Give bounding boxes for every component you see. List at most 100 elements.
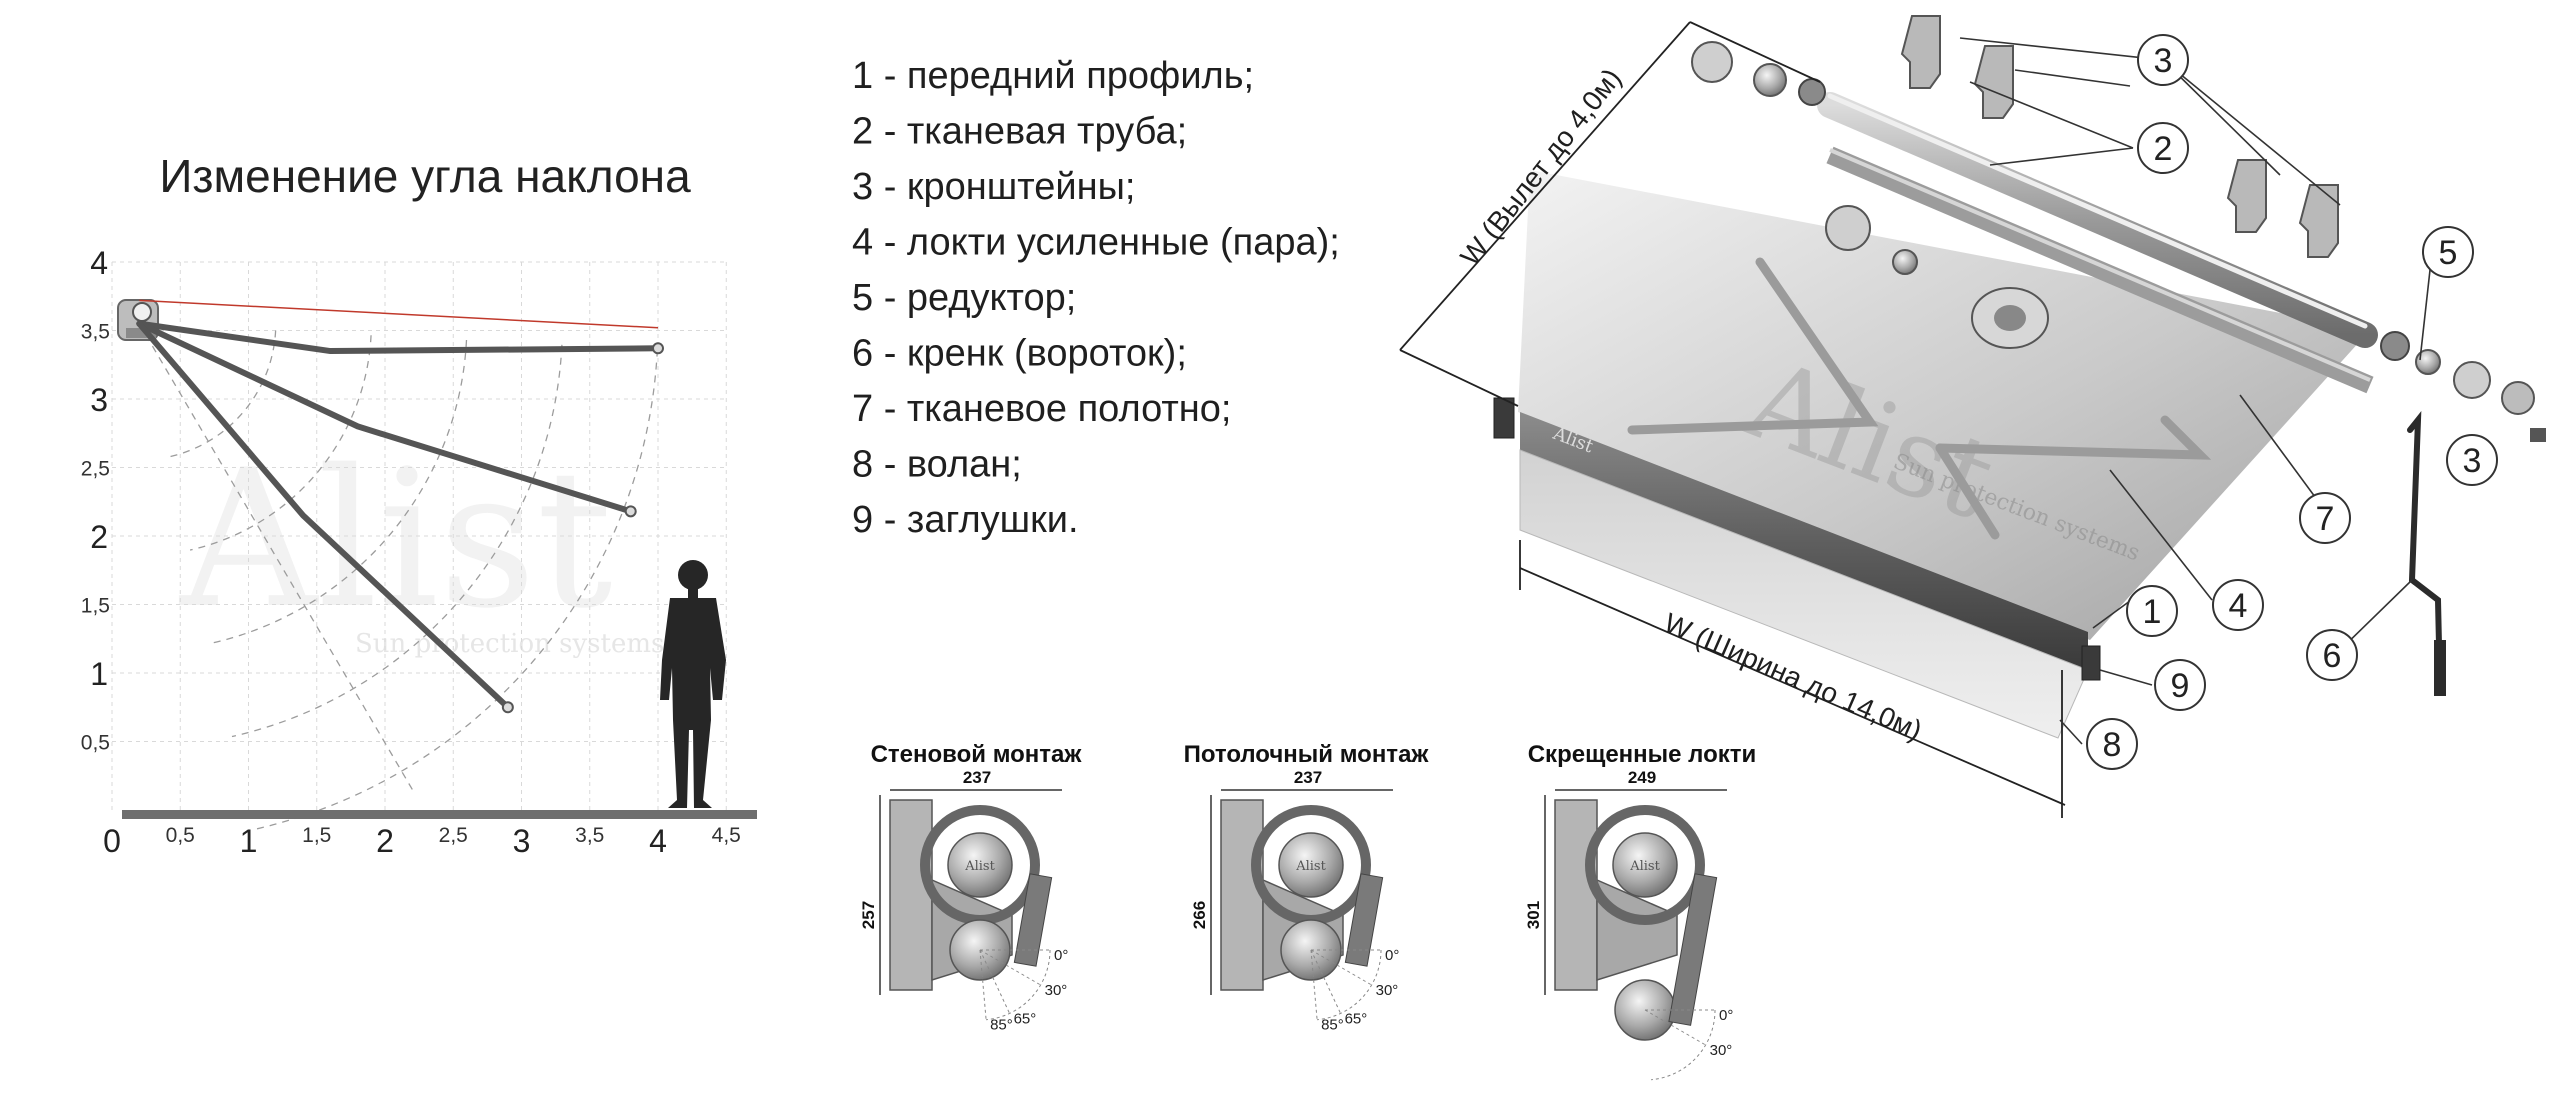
y-tick-label: 1,5 bbox=[81, 595, 110, 618]
callout-7: 7 bbox=[2299, 492, 2351, 544]
angle-label: 0° bbox=[1054, 947, 1068, 964]
fabric-tube bbox=[1817, 92, 2378, 348]
width-dimension: 249 bbox=[1628, 768, 1656, 787]
y-axis-ticks: 0,511,522,533,54 bbox=[81, 245, 110, 755]
x-tick-label: 1,5 bbox=[302, 824, 331, 847]
callout-circle bbox=[2212, 579, 2264, 631]
awning-exploded-view: Alist Sun protection systems bbox=[1399, 15, 2546, 818]
callout-3: 3 bbox=[2137, 34, 2189, 86]
width-dimension: 237 bbox=[963, 768, 991, 787]
legend-item: 4 - локти усиленные (пара); bbox=[852, 222, 1340, 264]
x-tick-label: 0 bbox=[103, 823, 121, 859]
y-tick-label: 1 bbox=[90, 656, 108, 692]
callout-number: 6 bbox=[2323, 637, 2342, 675]
angle-label: 30° bbox=[1376, 982, 1399, 999]
x-tick-label: 2,5 bbox=[439, 824, 468, 847]
y-tick-label: 3,5 bbox=[81, 321, 110, 344]
tilt-angle-diagram: Изменение угла наклона Alist Sun protect… bbox=[81, 150, 757, 859]
chart-watermark: Alist Sun protection systems bbox=[178, 429, 664, 659]
callout-circle bbox=[2154, 659, 2206, 711]
callout-circle bbox=[2446, 434, 2498, 486]
fabric-line bbox=[139, 299, 659, 329]
callout-number: 8 bbox=[2103, 726, 2122, 764]
callout-2: 2 bbox=[2137, 122, 2189, 174]
mount-plate bbox=[889, 799, 933, 991]
callout-number: 3 bbox=[2154, 42, 2173, 80]
legend-item: 1 - передний профиль; bbox=[852, 55, 1254, 97]
callout-circle bbox=[2306, 629, 2358, 681]
callout-3: 3 bbox=[2446, 434, 2498, 486]
callout-number: 7 bbox=[2316, 500, 2335, 538]
fabric-cloth bbox=[1518, 170, 2370, 640]
angle-arc bbox=[1317, 949, 1382, 1021]
end-plug-right bbox=[2081, 645, 2101, 681]
legend-item: 9 - заглушки. bbox=[852, 499, 1079, 541]
x-tick-label: 0,5 bbox=[166, 824, 195, 847]
callout-number: 3 bbox=[2463, 442, 2482, 480]
angle-arc bbox=[1651, 1009, 1716, 1081]
angle-label: 85° bbox=[990, 1017, 1013, 1034]
arm-position bbox=[136, 320, 511, 711]
y-tick-label: 2 bbox=[90, 519, 108, 555]
callout-circle bbox=[2086, 718, 2138, 770]
width-dimension: 237 bbox=[1294, 768, 1322, 787]
callout-5: 5 bbox=[2422, 226, 2474, 278]
mount-plate bbox=[1554, 799, 1598, 991]
ground-line bbox=[122, 810, 757, 819]
arm-tip bbox=[652, 342, 664, 355]
sweep-arc bbox=[189, 335, 372, 551]
mount-title: Стеновой монтаж bbox=[871, 741, 1083, 768]
height-dimension: 301 bbox=[1524, 901, 1543, 929]
arm-position bbox=[136, 320, 661, 355]
callout-number: 4 bbox=[2229, 587, 2248, 625]
callout-number: 5 bbox=[2439, 234, 2458, 272]
callout-1: 1 bbox=[2126, 585, 2178, 637]
diagram-title: Изменение угла наклона bbox=[159, 150, 691, 202]
height-dimension: 257 bbox=[859, 901, 878, 929]
callout-circle bbox=[2299, 492, 2351, 544]
x-tick-label: 2 bbox=[376, 823, 394, 859]
angle-label: 0° bbox=[1719, 1007, 1733, 1024]
front-profile bbox=[1520, 412, 2088, 670]
sweep-arc bbox=[252, 349, 659, 831]
valance bbox=[1519, 449, 2089, 739]
angle-label: 30° bbox=[1710, 1042, 1733, 1059]
arm-positions bbox=[136, 320, 664, 714]
motor-coupling bbox=[1825, 205, 2049, 349]
callout-circle bbox=[2422, 226, 2474, 278]
callout-circle bbox=[2137, 34, 2189, 86]
legend-item: 2 - тканевая труба; bbox=[852, 111, 1187, 153]
wall-bracket bbox=[117, 299, 159, 341]
arm-segment bbox=[1344, 873, 1384, 967]
folding-arms bbox=[1627, 257, 2212, 540]
legend-item: 6 - кренк (вороток); bbox=[852, 333, 1187, 375]
arm-segment bbox=[1668, 873, 1718, 1026]
arm-sweep-arcs bbox=[138, 323, 659, 831]
callout-number: 1 bbox=[2143, 593, 2162, 631]
y-tick-label: 0,5 bbox=[81, 732, 110, 755]
legend-item: 5 - редуктор; bbox=[852, 277, 1076, 319]
sweep-arc bbox=[210, 339, 468, 644]
legend-item: 8 - волан; bbox=[852, 444, 1022, 486]
callout-8: 8 bbox=[2086, 718, 2138, 770]
arm-position bbox=[136, 320, 634, 515]
dimension-lines bbox=[1399, 21, 2066, 818]
callout-9: 9 bbox=[2154, 659, 2206, 711]
roller-tube bbox=[1278, 832, 1344, 898]
person-silhouette bbox=[660, 560, 726, 808]
x-tick-label: 3 bbox=[513, 823, 531, 859]
callout-circle bbox=[2137, 122, 2189, 174]
arm-tip bbox=[624, 505, 637, 518]
height-dimension: 266 bbox=[1190, 901, 1209, 929]
watermark-brand: Alist bbox=[178, 429, 613, 650]
callout-circle bbox=[2126, 585, 2178, 637]
callout-number: 2 bbox=[2154, 130, 2173, 168]
legend-item: 3 - кронштейны; bbox=[852, 166, 1135, 208]
legend-item: 7 - тканевое полотно; bbox=[852, 388, 1231, 430]
back-bar bbox=[1826, 146, 2374, 394]
x-tick-label: 4,5 bbox=[712, 824, 741, 847]
